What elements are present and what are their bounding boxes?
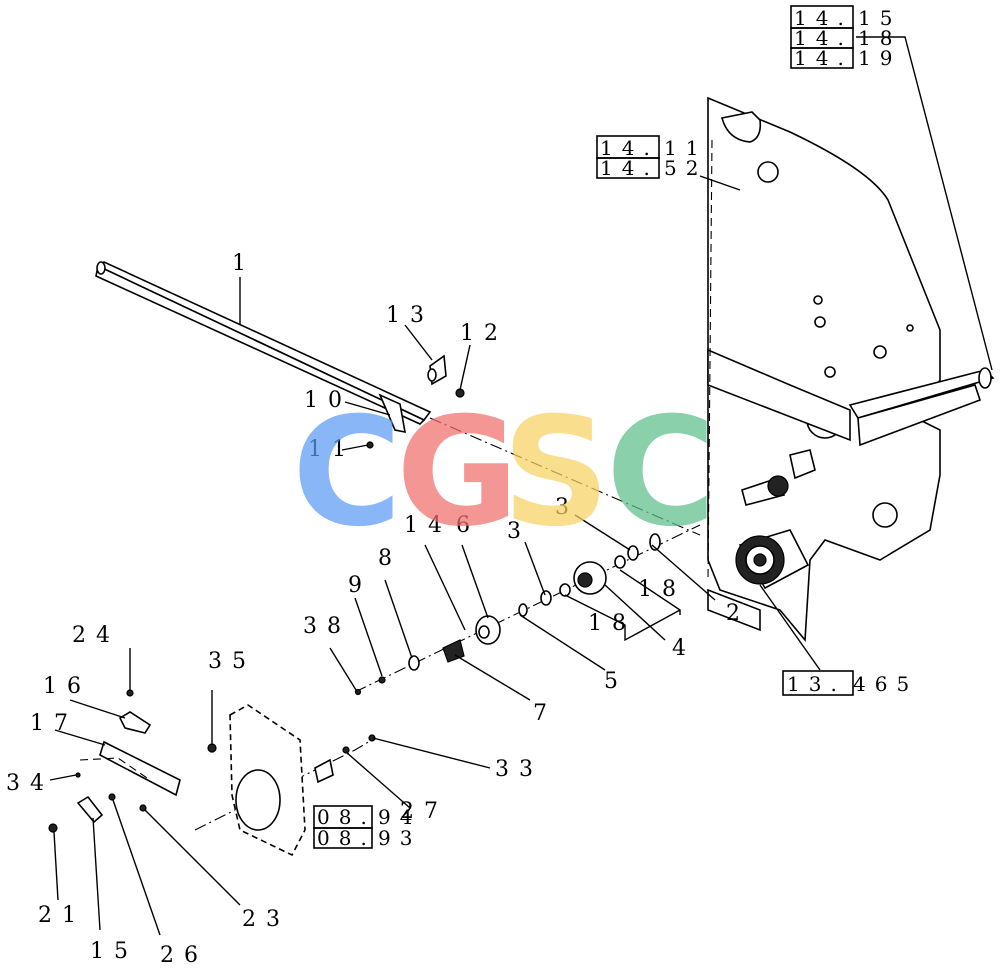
callout-35: 35	[208, 649, 256, 674]
callout-17: 17	[30, 711, 78, 736]
ref-14-15-boxed: 14.	[794, 6, 853, 30]
leader-lines	[49, 36, 993, 936]
bolt-24	[126, 689, 134, 697]
callout-13: 13	[386, 303, 434, 328]
ref-08-93-rest: 93	[378, 826, 421, 850]
bracket-16	[118, 711, 152, 734]
frame-hidden-edge	[707, 139, 713, 581]
callout-24: 24	[72, 623, 120, 648]
callout-21: 21	[38, 903, 86, 928]
tube-centerline	[429, 417, 701, 536]
callout-9: 9	[348, 573, 372, 598]
ref-13-465-rest: 465	[853, 672, 918, 696]
callout-18-lower: 18	[588, 611, 636, 636]
ref-13-465-boxed: 13.	[787, 672, 846, 696]
callout-16: 16	[43, 674, 91, 699]
callout-5: 5	[604, 669, 628, 694]
cgsc-watermark: C G S C	[292, 386, 716, 560]
ref-14-52-rest: 52	[664, 156, 707, 180]
callout-1: 1	[232, 251, 256, 276]
side-frame-panel	[707, 96, 941, 643]
callout-2: 2	[726, 601, 750, 626]
ref-08-94-boxed: 08.	[317, 805, 376, 829]
ref-08-93-boxed: 08.	[317, 826, 376, 850]
watermark-letter-3: S	[502, 386, 610, 560]
bracket-13	[427, 354, 447, 386]
ref-14-11-boxed: 14.	[600, 136, 659, 160]
callout-15: 15	[90, 939, 138, 964]
callout-14: 14	[404, 513, 452, 538]
nut-26	[108, 793, 116, 801]
callout-7: 7	[533, 701, 557, 726]
lower-shield	[229, 704, 334, 857]
watermark-letter-1: C	[292, 386, 402, 560]
callout-6: 6	[456, 513, 480, 538]
bolt-27	[342, 746, 350, 754]
callout-12: 12	[460, 321, 508, 346]
reference-boxes: 14. 15 14. 18 14. 19 14. 11 14. 52 13. 4…	[313, 5, 918, 850]
callout-3-upper: 3	[555, 495, 579, 520]
callout-18-upper: 18	[638, 577, 686, 602]
callout-numbers: 1 13 12 10 11 3 3 14 6 18 18 2 4 5 7 8 9…	[6, 251, 750, 968]
callout-27: 27	[400, 799, 448, 824]
frame-sprocket	[735, 529, 810, 590]
plate-17	[99, 740, 181, 797]
ref-08-94-rest: 94	[378, 805, 421, 829]
callout-34: 34	[6, 771, 54, 796]
ref-14-18-rest: 18	[858, 26, 901, 50]
ref-14-18-boxed: 14.	[794, 26, 853, 50]
ref-14-15-rest: 15	[858, 6, 901, 30]
lower-centerline	[194, 737, 376, 831]
roller-shaft	[848, 367, 995, 447]
nut-23	[139, 804, 147, 812]
nut-21	[48, 823, 58, 833]
ref-14-52-boxed: 14.	[600, 156, 659, 180]
main-tube	[95, 261, 432, 434]
bolt-34	[75, 772, 81, 778]
callout-3-lower: 3	[507, 519, 531, 544]
plate-15	[76, 795, 104, 824]
callout-8: 8	[378, 546, 402, 571]
ref-14-11-rest: 11	[664, 136, 707, 160]
callout-26: 26	[160, 943, 208, 968]
bolt-35	[207, 743, 217, 753]
callout-4: 4	[672, 636, 696, 661]
callout-10: 10	[304, 388, 352, 413]
shaft-centerline	[354, 524, 701, 693]
callout-11: 11	[308, 437, 356, 462]
callout-23: 23	[242, 907, 290, 932]
watermark-letter-2: G	[396, 386, 519, 560]
callout-38: 38	[303, 614, 351, 639]
ref-14-19-rest: 19	[858, 46, 901, 70]
watermark-letter-4: C	[606, 386, 716, 560]
callout-33: 33	[495, 757, 543, 782]
ref-14-19-boxed: 14.	[794, 46, 853, 70]
upper-bearing	[741, 449, 816, 506]
